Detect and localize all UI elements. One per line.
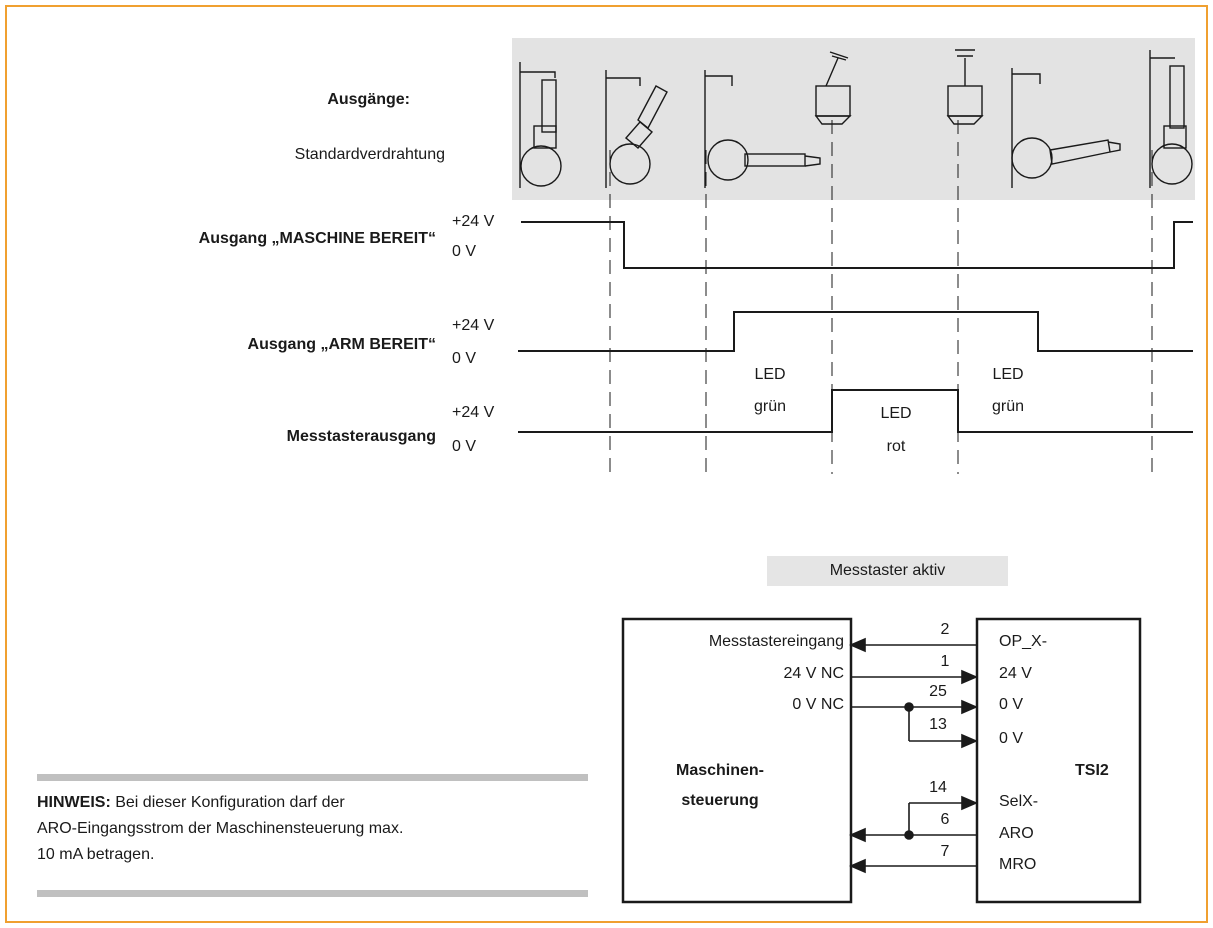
controller-input-messtastereingang: Messtastereingang [708,633,844,650]
junction-dot [904,830,914,840]
level-low-label: 0 V [452,438,477,455]
controller-title-line1: Maschinen- [675,762,764,779]
waveform-arm-bereit [518,311,1193,352]
level-low-label: 0 V [452,243,477,260]
signal-name-messtaster: Messtasterausgang [286,428,436,445]
led-green-right-line1: LED [992,366,1024,383]
outputs-heading: Ausgänge: [327,91,410,108]
wire-number: 25 [929,683,947,700]
junction-dot [904,702,914,712]
arm-ready-right [1011,68,1121,188]
note-line-3: 10 mA betragen. [37,846,155,863]
arrow-head [961,669,979,685]
arrow-head [961,699,979,715]
led-red-line1: LED [880,405,912,422]
tsi2-pin-op-x: OP_X- [999,633,1048,650]
arm-stowed-2 [1149,50,1193,188]
note-label: HINWEIS: [37,794,111,811]
signal-name-maschine-bereit: Ausgang „MASCHINE BEREIT“ [198,230,436,247]
probe-active-label: Messtaster aktiv [767,556,1008,586]
wire-number: 6 [940,811,950,828]
arm-swinging-out [605,70,668,188]
arrow-head [848,637,866,653]
note-text: Bei dieser Konfiguration darf der [110,794,345,811]
arrow-head [848,827,866,843]
waveform-messtaster [518,389,1193,433]
arm-illustrations [519,49,1193,188]
wire-number: 14 [929,779,947,796]
controller-title-line2: steuerung [681,792,759,809]
probe-deflected [814,51,852,125]
outputs-subheading: Standardverdrahtung [294,146,445,163]
level-high-label: +24 V [452,317,495,334]
level-high-label: +24 V [452,213,495,230]
wire-number: 13 [929,716,947,733]
arrow-head [961,795,979,811]
tsi2-pin-mro: MRO [999,856,1037,873]
note-bar-bottom [37,890,588,897]
page-frame [5,5,1208,923]
controller-box [621,617,853,904]
timing-waveforms [518,221,1193,433]
signal-name-arm-bereit: Ausgang „ARM BEREIT“ [247,336,436,353]
level-low-label: 0 V [452,350,477,367]
note-block: HINWEIS: Bei dieser Konfiguration darf d… [37,790,597,868]
level-high-label: +24 V [452,404,495,421]
led-green-right-line2: grün [991,398,1025,415]
tsi2-pin-aro: ARO [999,825,1034,842]
arm-ready-left [704,70,821,188]
wire-number: 7 [940,843,950,860]
waveform-maschine-bereit [521,221,1193,269]
tsi2-pin-0v-a: 0 V [999,696,1024,713]
led-green-left-line1: LED [754,366,786,383]
note-line-1: HINWEIS: Bei dieser Konfiguration darf d… [37,790,597,816]
arrow-head [961,733,979,749]
controller-input-0v-nc: 0 V NC [792,696,844,713]
arm-illustration-strip [512,38,1195,200]
controller-input-24v-nc: 24 V NC [783,665,844,682]
tsi2-title: TSI2 [1075,762,1109,779]
wire-number: 2 [940,621,950,638]
probe-upright [946,49,984,125]
arrow-head [848,858,866,874]
arm-stowed-1 [519,62,562,188]
wires [848,637,979,874]
led-green-left-line2: grün [753,398,787,415]
note-bar-top [37,774,588,781]
wire-number: 1 [940,653,950,670]
tsi2-pin-selx: SelX- [999,793,1039,810]
note-line-2: ARO-Eingangsstrom der Maschinensteuerung… [37,820,404,837]
led-red-line2: rot [886,438,906,455]
tsi2-pin-0v-b: 0 V [999,730,1024,747]
tsi2-pin-24v: 24 V [999,665,1032,682]
tsi2-box [975,617,1142,904]
